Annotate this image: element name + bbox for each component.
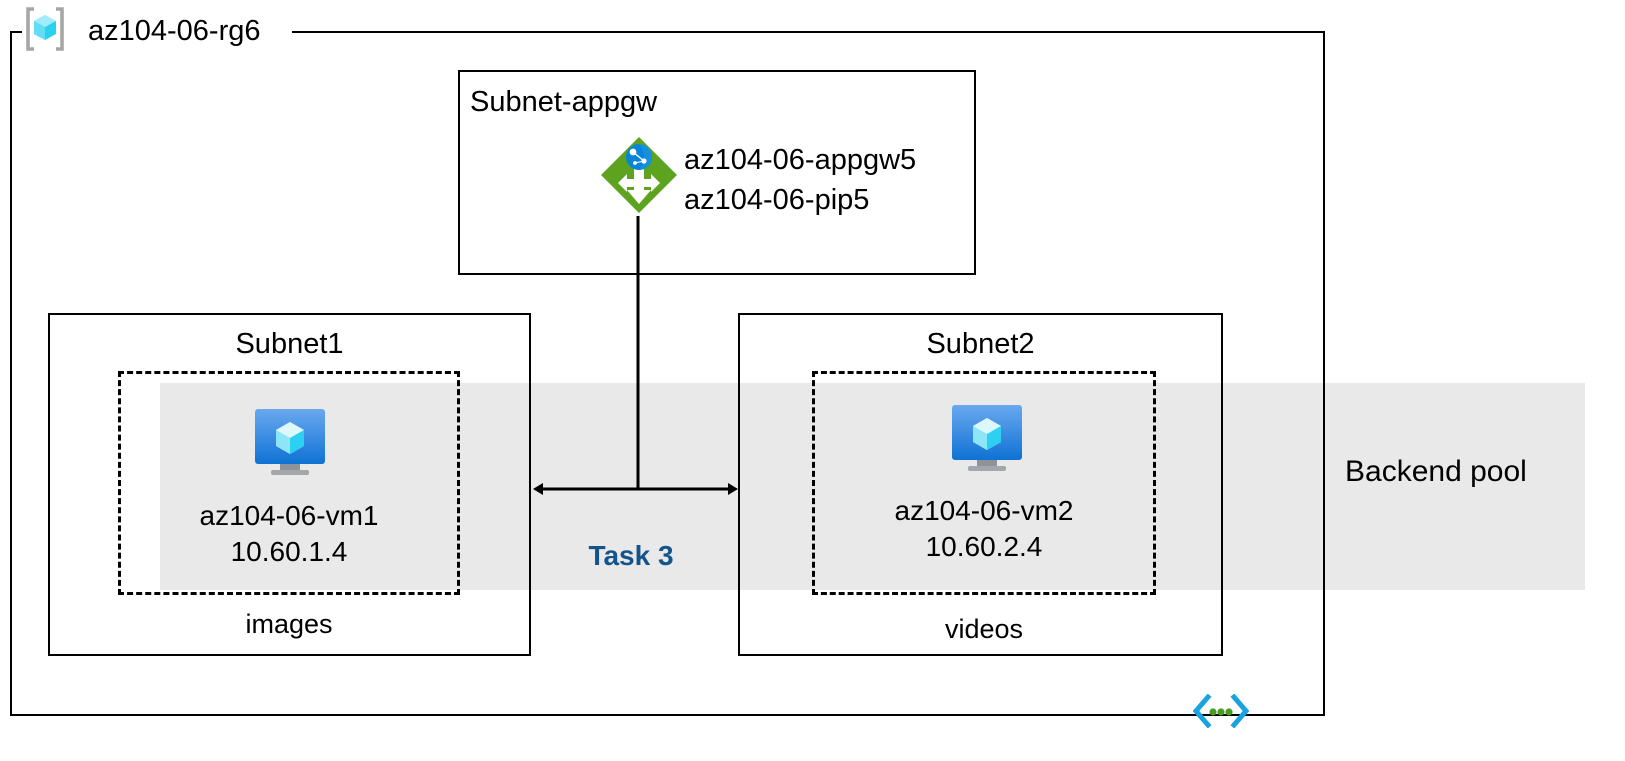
appgw-public-ip-name: az104-06-pip5 (684, 184, 870, 216)
subnet2-nic-box (812, 371, 1156, 595)
subnet1-caption: images (245, 609, 333, 639)
virtual-machine-icon (251, 406, 329, 480)
subnet-appgw-title: Subnet-appgw (470, 86, 658, 118)
subnet1-nic-box (118, 371, 460, 595)
subnet2-caption: videos (944, 614, 1024, 644)
subnet2-title: Subnet2 (926, 328, 1035, 360)
virtual-machine-icon (948, 402, 1026, 476)
vm1-name: az104-06-vm1 (199, 500, 379, 531)
subnet2-box (738, 313, 1223, 656)
code-brackets-icon (1192, 693, 1250, 729)
task-label: Task 3 (588, 540, 674, 571)
vm1-labels: az104-06-vm1 10.60.1.4 (118, 498, 460, 570)
subnet1-box (48, 313, 531, 656)
vm1-ip: 10.60.1.4 (230, 536, 348, 567)
backend-pool-label: Backend pool (1345, 455, 1527, 488)
resource-group-title-gap (22, 18, 292, 46)
resource-group-title: az104-06-rg6 (88, 15, 261, 47)
backend-pool-band (160, 383, 1585, 590)
application-gateway-labels: az104-06-appgw5 az104-06-pip5 (684, 140, 916, 220)
resource-group-icon (22, 6, 68, 52)
vm2-ip: 10.60.2.4 (925, 531, 1043, 562)
resource-group-frame (10, 31, 1325, 716)
appgw-name: az104-06-appgw5 (684, 144, 917, 176)
subnet-appgw-box (458, 70, 976, 275)
vm2-labels: az104-06-vm2 10.60.2.4 (812, 493, 1156, 565)
subnet1-title: Subnet1 (235, 328, 344, 360)
vm2-name: az104-06-vm2 (894, 495, 1074, 526)
application-gateway-icon (598, 134, 680, 216)
